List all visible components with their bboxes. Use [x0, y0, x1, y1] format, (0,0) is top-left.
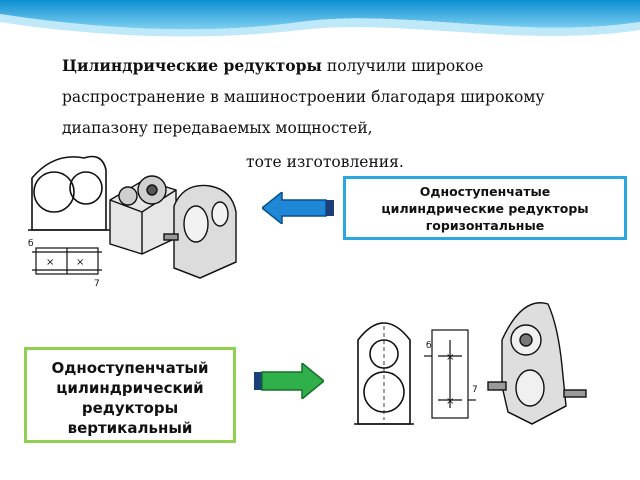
vertical-scheme-cross-bottom: ×	[446, 396, 454, 407]
header-wave-decoration	[0, 0, 640, 37]
reducer-kinematic-scheme	[32, 247, 102, 275]
intro-text: получили широкое распространение в машин…	[62, 57, 545, 137]
gear-housing-illustration	[109, 175, 177, 255]
caption-line: цилиндрический	[56, 379, 204, 397]
caption-line: вертикальный	[67, 419, 193, 437]
vertical-reducer-caption-box: Одноступенчатый цилиндрический редукторы…	[24, 347, 236, 443]
horizontal-reducer-caption-box: Одноступенчатые цилиндрические редукторы…	[343, 176, 627, 240]
vertical-scheme-label-num: 7	[472, 385, 478, 395]
caption-line: горизонтальные	[425, 218, 545, 233]
scheme-cross-left: ×	[46, 257, 54, 268]
scheme-label-b: б	[28, 239, 34, 249]
reducer-outline-drawing	[28, 155, 110, 231]
vertical-outline-drawing	[354, 322, 414, 425]
caption-line: цилиндрические редукторы	[381, 201, 589, 216]
vertical-scheme-cross-top: ×	[446, 352, 454, 363]
gearbox-housing-illustration	[163, 184, 237, 279]
arrow-right-icon	[254, 363, 324, 399]
vertical-scheme-label-b: б	[426, 341, 432, 351]
vertical-reducer-figure: б × × 7	[352, 296, 592, 434]
horizontal-reducer-figure: б × × 7	[24, 150, 246, 292]
intro-tail: тоте изготовления.	[246, 153, 404, 171]
intro-bold-term: Цилиндрические редукторы	[62, 56, 322, 75]
intro-paragraph: Цилиндрические редукторы получили широко…	[62, 50, 582, 144]
caption-line: редукторы	[81, 399, 179, 417]
caption-line: Одноступенчатый	[51, 359, 209, 377]
vertical-kinematic-scheme	[424, 329, 476, 419]
scheme-label-num: 7	[94, 279, 100, 289]
caption-line: Одноступенчатые	[419, 184, 551, 199]
vertical-gearbox-illustration	[487, 302, 587, 425]
scheme-cross-right: ×	[76, 257, 84, 268]
arrow-left-icon	[262, 192, 334, 224]
